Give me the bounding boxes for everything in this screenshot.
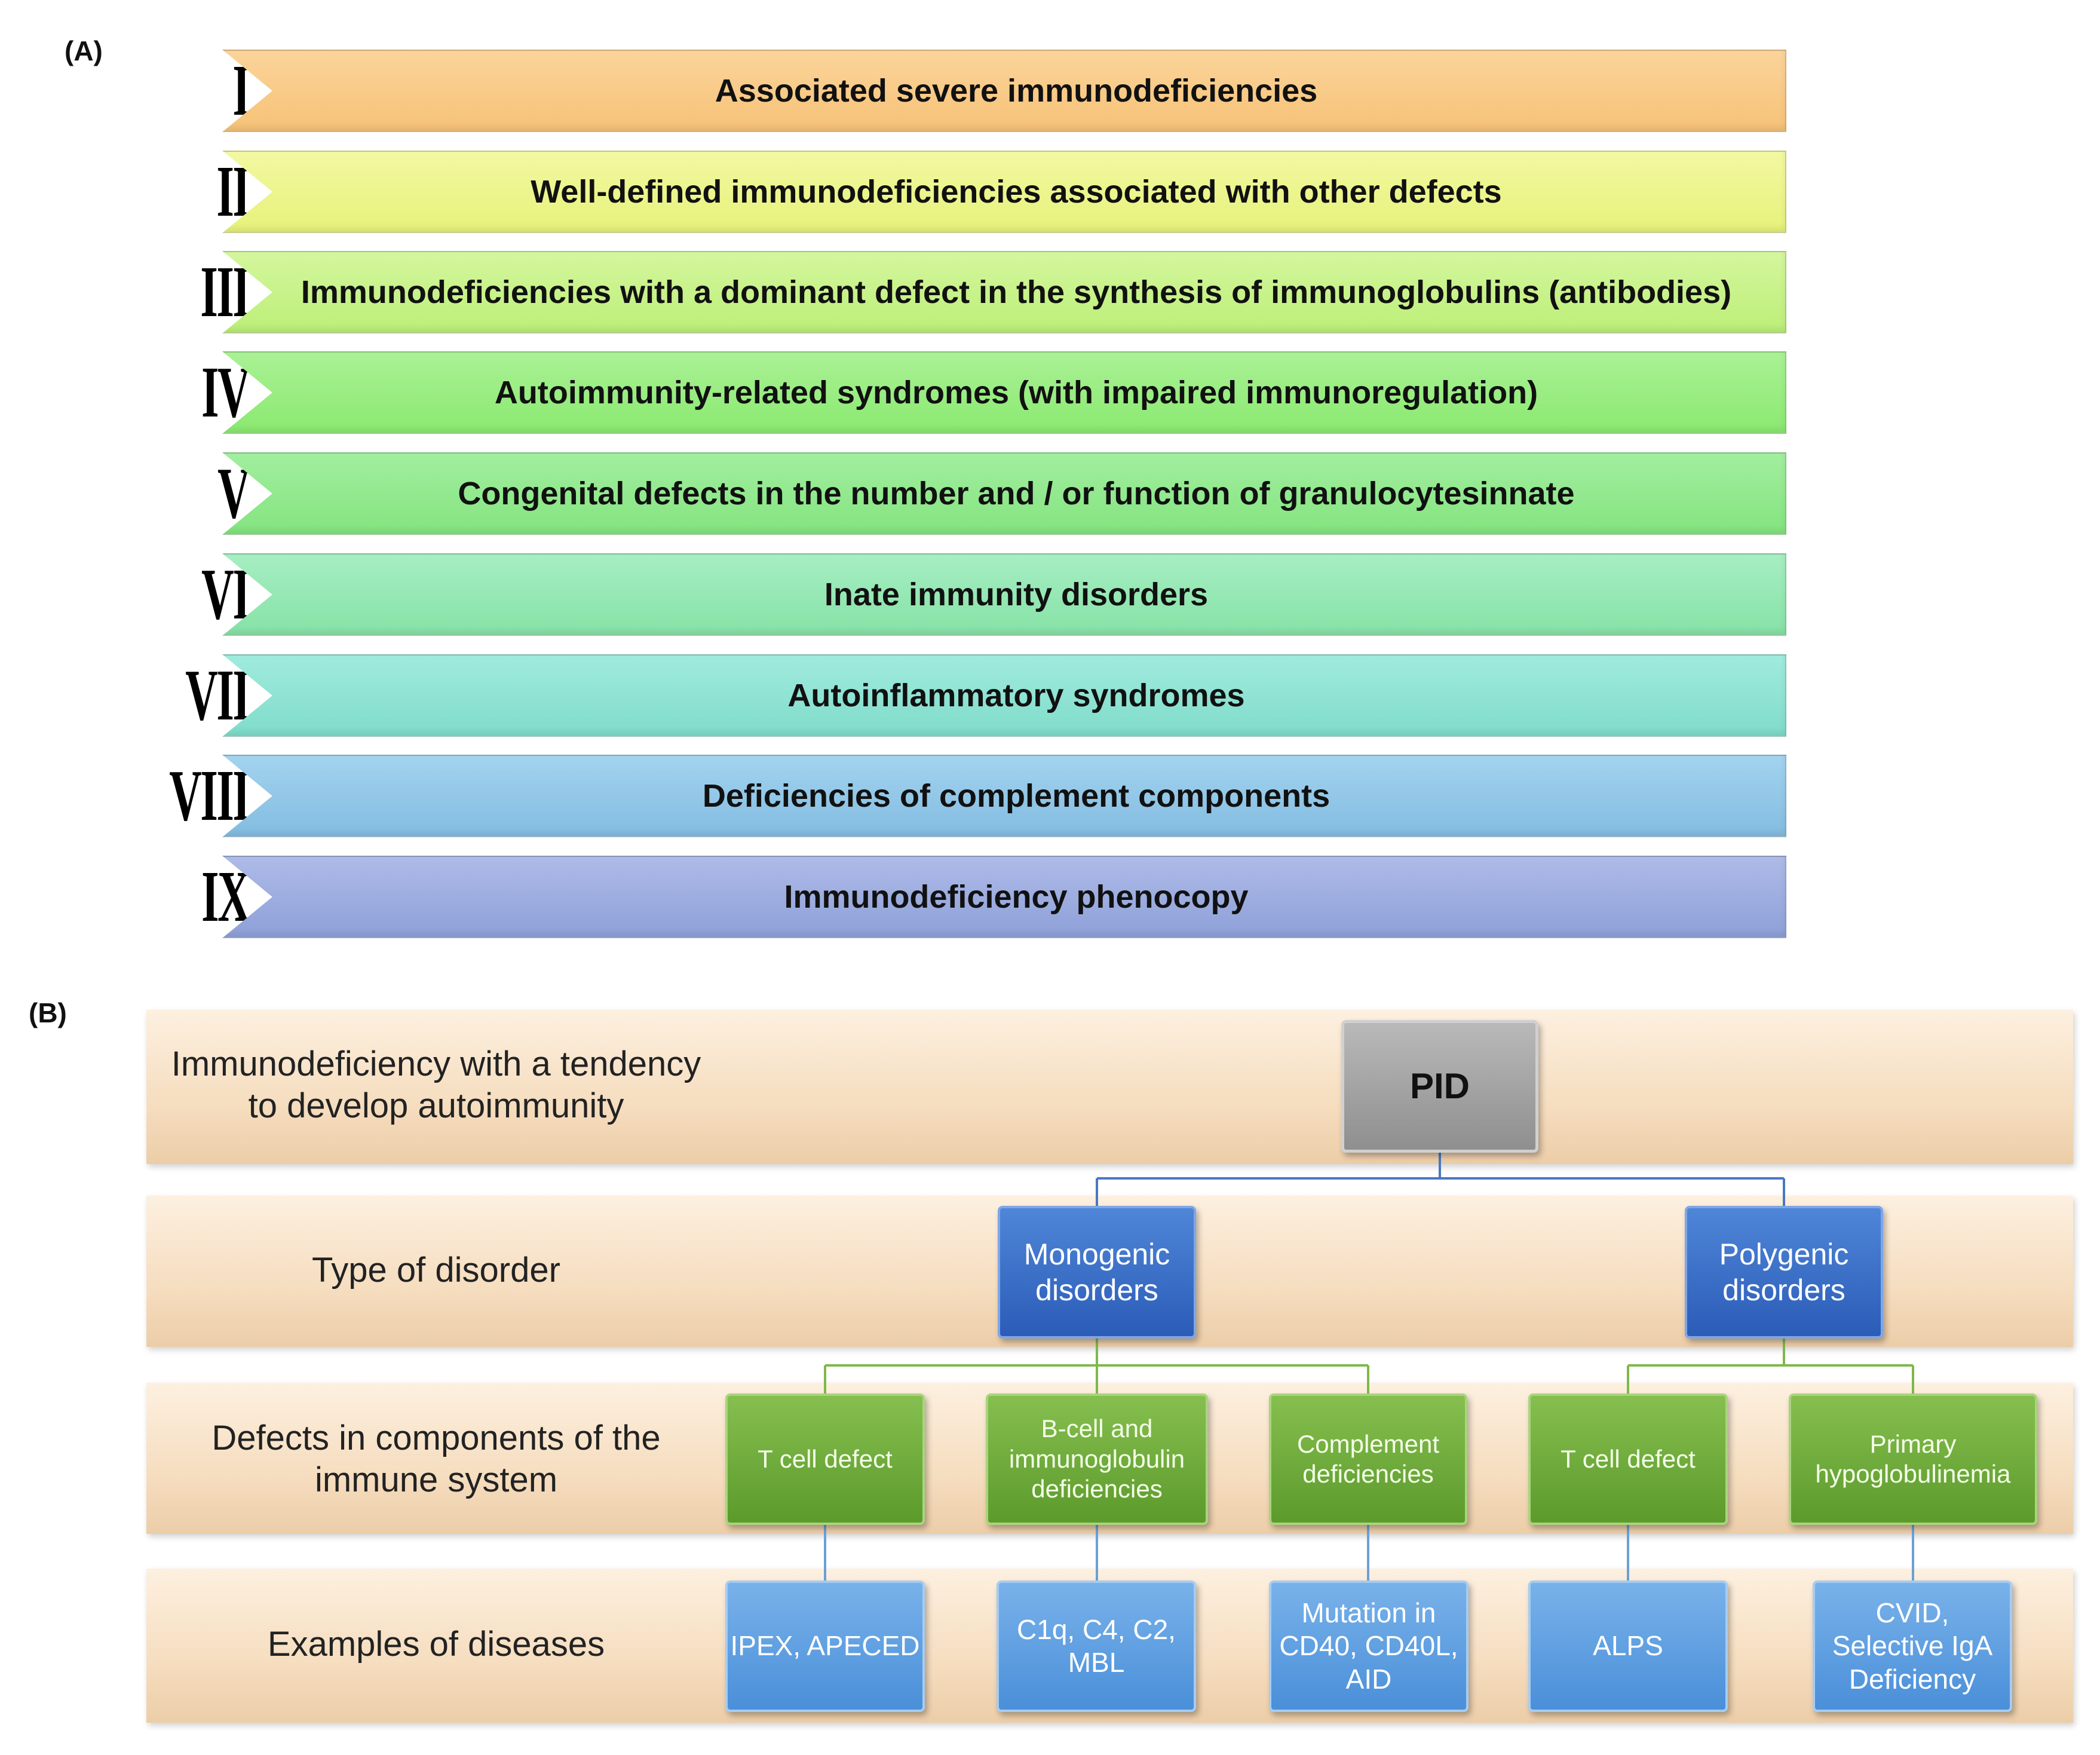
panel-a-label: (A) bbox=[65, 35, 103, 66]
tier-band-autoimmunity: Immunodeficiency with a tendency to deve… bbox=[146, 1010, 2073, 1164]
category-band: Immunodeficiency phenocopy bbox=[222, 856, 1786, 938]
category-band: Autoinflammatory syndromes bbox=[222, 654, 1786, 737]
ipex-apeced-node: IPEX, APECED bbox=[725, 1581, 925, 1712]
root-connectors bbox=[1096, 1152, 1785, 1206]
category-row: V Congenital defects in the number and /… bbox=[149, 452, 1786, 535]
node-text: ALPS bbox=[1593, 1630, 1663, 1662]
defect-connectors bbox=[824, 1339, 1914, 1393]
category-row: VII Autoinflammatory syndromes bbox=[149, 654, 1786, 737]
t-cell-defect-node: T cell defect bbox=[1528, 1393, 1728, 1525]
node-text: Deficiency bbox=[1848, 1663, 1976, 1695]
node-text: IPEX, APECED bbox=[730, 1630, 920, 1662]
category-row: I Associated severe immunodeficiencies bbox=[149, 50, 1786, 132]
category-band: Deficiencies of complement components bbox=[222, 755, 1786, 837]
category-band: Well-defined immunodeficiencies associat… bbox=[222, 151, 1786, 233]
category-text: Deficiencies of complement components bbox=[702, 778, 1330, 814]
category-text: Inate immunity disorders bbox=[824, 577, 1209, 612]
category-band: Congenital defects in the number and / o… bbox=[222, 452, 1786, 535]
node-text: B-cell and bbox=[1041, 1414, 1153, 1443]
category-text: Congenital defects in the number and / o… bbox=[458, 476, 1575, 512]
node-text: T cell defect bbox=[758, 1444, 893, 1473]
node-text: immunoglobulin bbox=[1008, 1444, 1185, 1473]
node-text: Polygenic bbox=[1719, 1238, 1849, 1271]
category-text: Autoinflammatory syndromes bbox=[787, 678, 1245, 713]
alps-node: ALPS bbox=[1528, 1581, 1728, 1712]
node-text: deficiencies bbox=[1302, 1460, 1434, 1488]
example-connectors bbox=[824, 1525, 1914, 1581]
node-text: Monogenic bbox=[1023, 1238, 1170, 1271]
category-text: Immunodeficiencies with a dominant defec… bbox=[301, 274, 1732, 310]
category-row: VIII Deficiencies of complement componen… bbox=[149, 755, 1786, 837]
category-row: IX Immunodeficiency phenocopy bbox=[149, 856, 1786, 938]
tier-label: Defects in components of the immune syst… bbox=[146, 1417, 726, 1501]
tier-label-line: immune system bbox=[314, 1460, 558, 1499]
node-text: Primary bbox=[1869, 1429, 1957, 1458]
tier-label: Immunodeficiency with a tendency to deve… bbox=[146, 1043, 726, 1127]
tier-label-line: Defects in components of the bbox=[211, 1419, 661, 1457]
node-text: PID bbox=[1409, 1066, 1470, 1106]
t-cell-defect-node: T cell defect bbox=[725, 1393, 925, 1525]
tier-label: Type of disorder bbox=[146, 1249, 726, 1291]
node-text: Complement bbox=[1296, 1429, 1440, 1458]
panel-b-label: (B) bbox=[29, 997, 67, 1028]
connector bbox=[1627, 1339, 1914, 1393]
node-text: AID bbox=[1345, 1663, 1392, 1695]
node-text: Mutation in bbox=[1301, 1597, 1436, 1629]
category-band: Immunodeficiencies with a dominant defec… bbox=[222, 251, 1786, 333]
node-text: C1q, C4, C2, bbox=[1017, 1613, 1176, 1645]
category-band: Associated severe immunodeficiencies bbox=[222, 50, 1786, 132]
node-text: T cell defect bbox=[1561, 1444, 1696, 1473]
category-text: Immunodeficiency phenocopy bbox=[784, 879, 1249, 915]
connector bbox=[824, 1339, 1369, 1393]
category-numeral: IX bbox=[201, 856, 250, 937]
node-text: deficiencies bbox=[1031, 1475, 1163, 1503]
node-text: hypoglobulinemia bbox=[1815, 1460, 2011, 1488]
category-numeral: VII bbox=[185, 655, 250, 736]
node-text: disorders bbox=[1722, 1273, 1845, 1307]
c1q-c4-c2-mbl-node: C1q, C4, C2,MBL bbox=[997, 1581, 1196, 1712]
node-text: disorders bbox=[1035, 1273, 1158, 1307]
category-band: Inate immunity disorders bbox=[222, 553, 1786, 636]
node-text: Selective IgA bbox=[1832, 1630, 1993, 1662]
category-row: VI Inate immunity disorders bbox=[149, 553, 1786, 636]
category-numeral: III bbox=[200, 252, 250, 332]
tier-label: Examples of diseases bbox=[146, 1624, 726, 1665]
node-text: MBL bbox=[1068, 1647, 1125, 1678]
category-band: Autoimmunity-related syndromes (with imp… bbox=[222, 351, 1786, 434]
tier-label-line: Examples of diseases bbox=[267, 1625, 605, 1664]
node-text: CVID, bbox=[1875, 1597, 1949, 1629]
category-text: Well-defined immunodeficiencies associat… bbox=[531, 174, 1502, 210]
category-numeral: VI bbox=[201, 554, 250, 635]
tier-label-line: Immunodeficiency with a tendency bbox=[171, 1045, 701, 1083]
category-row: IV Autoimmunity-related syndromes (with … bbox=[149, 351, 1786, 434]
category-numeral: IV bbox=[201, 352, 250, 433]
node-text: CD40, CD40L, bbox=[1279, 1630, 1458, 1662]
connector bbox=[824, 1525, 1914, 1581]
connector bbox=[1096, 1152, 1785, 1206]
pid-node: PID bbox=[1341, 1020, 1538, 1153]
tier-label-line: to develop autoimmunity bbox=[248, 1086, 624, 1125]
category-row: III Immunodeficiencies with a dominant d… bbox=[149, 251, 1786, 333]
category-text: Associated severe immunodeficiencies bbox=[715, 73, 1318, 109]
category-row: II Well-defined immunodeficiencies assoc… bbox=[149, 151, 1786, 233]
tier-label-line: Type of disorder bbox=[312, 1251, 560, 1290]
category-text: Autoimmunity-related syndromes (with imp… bbox=[494, 375, 1538, 411]
